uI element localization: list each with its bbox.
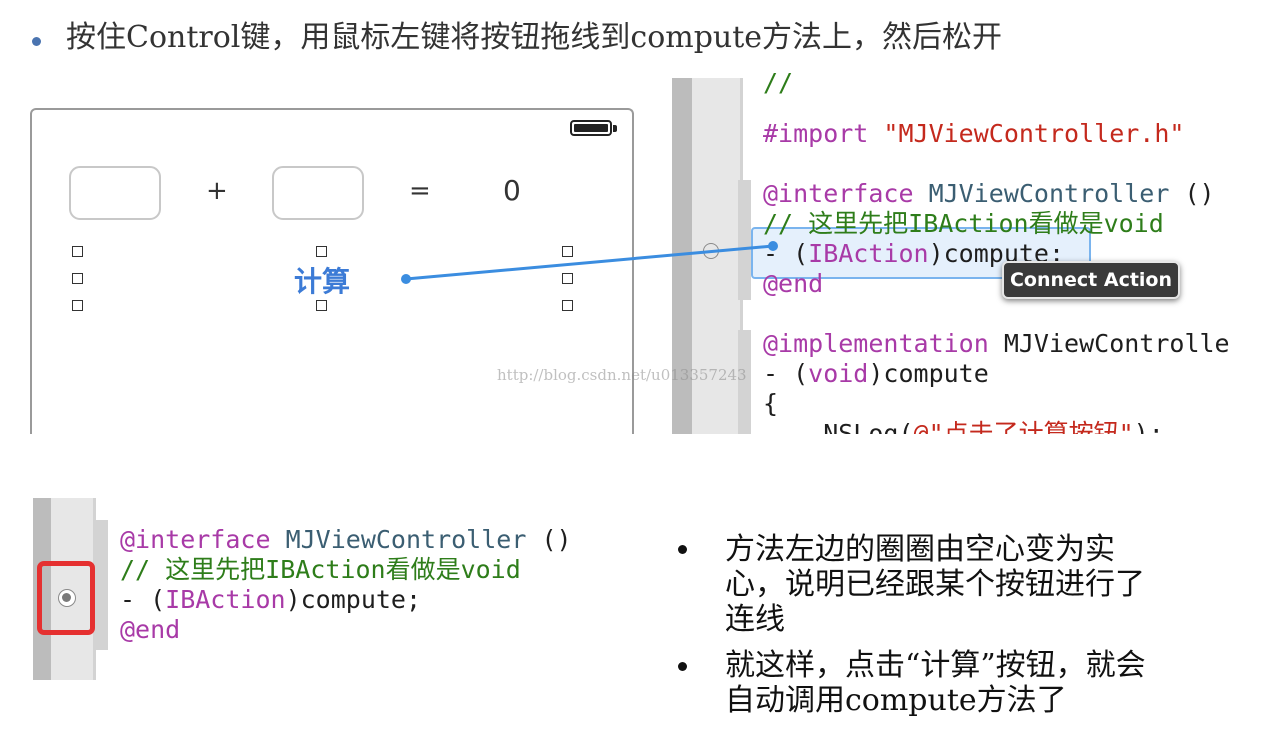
editor-fold-strip (738, 180, 751, 300)
simulator-view (30, 108, 634, 438)
code-line: NSLog(@"点击了计算按钮"); (763, 419, 1164, 434)
connect-action-popup[interactable]: Connect Action (1002, 261, 1180, 299)
code-line-cutoff (120, 676, 600, 680)
connection-circle-filled-icon[interactable] (58, 589, 76, 607)
red-highlight-box (37, 561, 95, 635)
code-clip: NSLog(@"点击了计算按钮"); (752, 412, 1285, 434)
code-line: @end (120, 615, 181, 644)
code-line: @interface MJViewController () (120, 525, 572, 554)
editor-gutter (672, 78, 692, 434)
selection-handle[interactable] (562, 246, 573, 257)
code-line: #import "MJViewController.h" (763, 119, 1185, 148)
code-line: @interface MJViewController () (763, 179, 1215, 208)
selection-handle[interactable] (72, 246, 83, 257)
selection-handle[interactable] (72, 300, 83, 311)
note-1-line-2: 心，说明已经跟某个按钮进行了 (725, 567, 1145, 602)
editor-fold-strip (738, 330, 751, 434)
note-1-line-1: 方法左边的圈圈由空心变为实 (725, 532, 1115, 567)
code-line: // 这里先把IBAction看做是void (763, 209, 1164, 238)
editor-gutter-inner (51, 498, 93, 680)
note-2-line-2: 自动调用compute方法了 (725, 683, 1067, 718)
compute-button[interactable]: 计算 (294, 265, 351, 298)
code-line: - (IBAction)compute; (120, 585, 422, 614)
heading-bullet (32, 37, 41, 46)
note-bullet (678, 662, 687, 671)
plus-label: + (206, 176, 228, 206)
result-label: 0 (503, 174, 521, 207)
selection-handle[interactable] (72, 273, 83, 284)
selection-handle[interactable] (562, 300, 573, 311)
editor-fold-strip (96, 520, 108, 650)
code-line: - (void)compute (763, 359, 989, 388)
code-line: // (763, 68, 794, 97)
code-line: // 这里先把IBAction看做是void (120, 555, 521, 584)
code-line: { (763, 389, 779, 418)
code-line: @end (763, 269, 824, 298)
battery-icon (570, 120, 612, 136)
heading-text: 按住Control键，用鼠标左键将按钮拖线到compute方法上，然后松开 (66, 20, 1003, 55)
selection-handle[interactable] (316, 300, 327, 311)
watermark: http://blog.csdn.net/u013357243 (497, 366, 747, 384)
note-1-line-3: 连线 (725, 602, 785, 637)
equals-label: = (409, 176, 431, 206)
section-separator (0, 434, 1285, 494)
battery-tip (613, 125, 617, 132)
first-number-field[interactable] (69, 166, 161, 220)
second-number-field[interactable] (272, 166, 364, 220)
note-2-line-1: 就这样，点击“计算”按钮，就会 (725, 648, 1146, 683)
code-line: @implementation MJViewControlle (763, 329, 1230, 358)
note-bullet (678, 545, 687, 554)
selection-handle[interactable] (316, 246, 327, 257)
selection-handle[interactable] (562, 273, 573, 284)
